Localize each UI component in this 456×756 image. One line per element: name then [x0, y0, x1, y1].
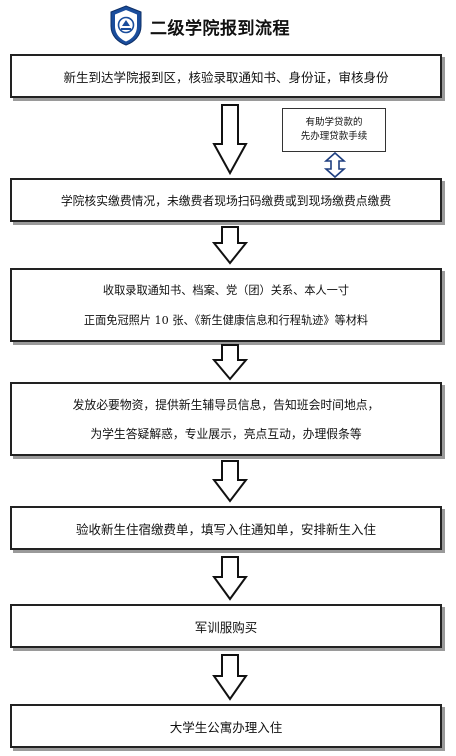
step-2-text: 学院核实缴费情况，未缴费者现场扫码缴费或到现场缴费点缴费	[60, 193, 392, 208]
double-vertical-arrow-icon	[323, 151, 347, 179]
down-arrow-icon	[211, 460, 249, 503]
step-1-box: 新生到达学院报到区，核验录取通知书、身份证，审核身份	[10, 54, 442, 98]
step-3-line-2: 正面免冠照片 10 张、《新生健康信息和行程轨迹》等材料	[83, 314, 369, 327]
step-3-line-1: 收取录取通知书、档案、党（团）关系、本人一寸	[102, 284, 350, 297]
step-4-box: 发放必要物资，提供新生辅导员信息，告知班会时间地点， 为学生答疑解惑，专业展示，…	[10, 382, 442, 456]
loan-note-line-2: 先办理贷款手续	[300, 131, 368, 142]
step-1-text: 新生到达学院报到区，核验录取通知书、身份证，审核身份	[63, 69, 389, 85]
down-arrow-icon	[212, 556, 248, 601]
step-4-line-1: 发放必要物资，提供新生辅导员信息，告知班会时间地点，	[72, 398, 380, 412]
step-5-box: 验收新生住宿缴费单，填写入住通知单，安排新生入住	[10, 506, 442, 550]
step-7-box: 大学生公寓办理入住	[10, 704, 442, 748]
down-arrow-icon	[211, 344, 249, 381]
step-2-box: 学院核实缴费情况，未缴费者现场扫码缴费或到现场缴费点缴费	[10, 178, 442, 222]
step-5-text: 验收新生住宿缴费单，填写入住通知单，安排新生入住	[75, 521, 376, 537]
loan-note-box: 有助学贷款的 先办理贷款手续	[282, 108, 386, 152]
loan-note-line-1: 有助学贷款的	[305, 117, 363, 128]
step-6-text: 军训服购买	[194, 619, 258, 635]
step-7-text: 大学生公寓办理入住	[169, 719, 283, 735]
down-arrow-icon	[211, 226, 249, 265]
university-emblem-icon	[110, 5, 142, 46]
step-6-box: 军训服购买	[10, 604, 442, 648]
step-4-line-2: 为学生答疑解惑，专业展示，亮点互动，办理假条等	[90, 427, 362, 441]
down-arrow-icon	[212, 104, 248, 176]
page-title: 二级学院报到流程	[150, 19, 290, 39]
step-3-box: 收取录取通知书、档案、党（团）关系、本人一寸 正面免冠照片 10 张、《新生健康…	[10, 268, 442, 342]
down-arrow-icon	[212, 654, 248, 701]
